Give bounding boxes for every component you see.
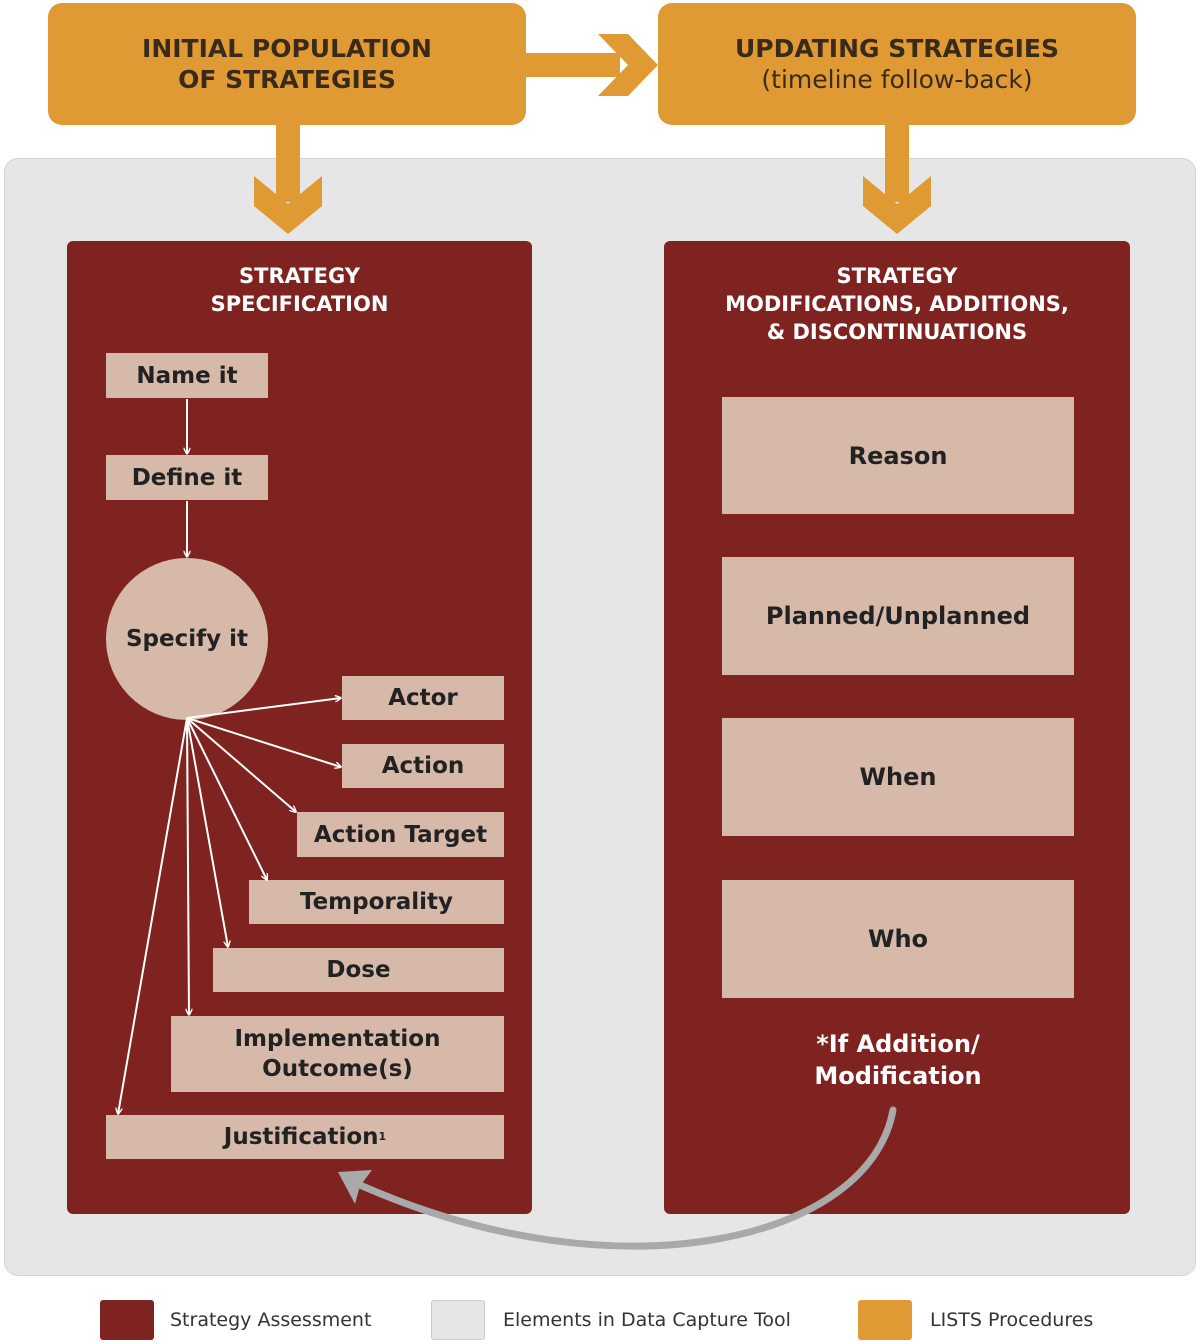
orange-down-arrow-right — [863, 124, 931, 234]
strategy-modifications-title: STRATEGY MODIFICATIONS, ADDITIONS, & DIS… — [725, 264, 1069, 344]
legend-label-data-capture-tool: Elements in Data Capture Tool — [503, 1309, 791, 1331]
legend-label-lists-procedures: LISTS Procedures — [930, 1309, 1094, 1331]
white-flow-arrows — [118, 399, 341, 1114]
specify-it-circle: Specify it — [106, 558, 268, 720]
implementation-outcomes-box: Implementation Outcome(s) — [171, 1016, 504, 1092]
action-target-box: Action Target — [297, 812, 504, 857]
when-box: When — [722, 718, 1074, 836]
initial-population-line2: OF STRATEGIES — [178, 65, 396, 94]
action-box: Action — [342, 744, 504, 788]
legend-swatch-data-capture-tool — [431, 1300, 485, 1340]
updating-strategies-title: UPDATING STRATEGIES — [734, 34, 1060, 63]
initial-population-line1: INITIAL POPULATION — [142, 34, 432, 63]
gray-return-arrow — [356, 1106, 897, 1250]
who-box: Who — [722, 880, 1074, 998]
justification-label: Justification — [223, 1124, 379, 1150]
name-it-box: Name it — [106, 353, 268, 398]
legend-swatch-strategy-assessment — [100, 1300, 154, 1340]
actor-box: Actor — [342, 676, 504, 720]
dose-box: Dose — [213, 948, 504, 992]
legend-label-strategy-assessment: Strategy Assessment — [170, 1309, 372, 1331]
orange-right-arrow — [524, 34, 658, 96]
updating-strategies-subtitle: (timeline follow-back) — [761, 65, 1033, 94]
gray-return-arrowhead — [338, 1170, 372, 1204]
orange-down-arrow-left — [254, 124, 322, 234]
define-it-box: Define it — [106, 455, 268, 500]
reason-box: Reason — [722, 397, 1074, 514]
planned-unplanned-box: Planned/Unplanned — [722, 557, 1074, 675]
initial-population-box: INITIAL POPULATION OF STRATEGIES — [48, 3, 526, 125]
temporality-box: Temporality — [249, 880, 504, 924]
strategy-specification-title: STRATEGY SPECIFICATION — [210, 264, 389, 316]
legend-swatch-lists-procedures — [858, 1300, 912, 1340]
updating-strategies-box: UPDATING STRATEGIES (timeline follow-bac… — [658, 3, 1136, 125]
addition-modification-note: *If Addition/ Modification — [814, 1030, 982, 1090]
